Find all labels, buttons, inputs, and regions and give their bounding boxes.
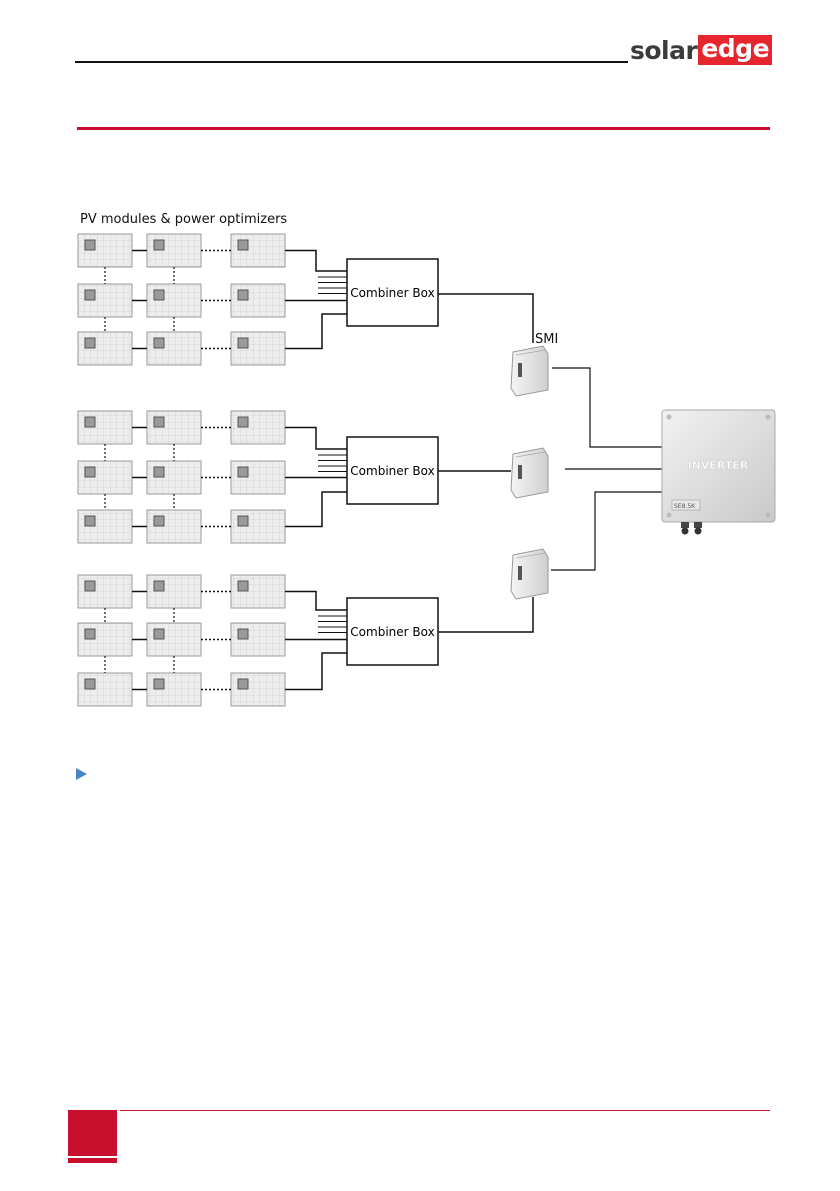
inverter-label: INVERTER xyxy=(688,459,749,472)
combiner-box-label: Combiner Box xyxy=(350,286,434,300)
pv-panel xyxy=(78,332,132,365)
footer-page-block xyxy=(68,1110,117,1156)
pv-panel xyxy=(231,284,285,317)
pv-modules-label: PV modules & power optimizers xyxy=(80,212,287,227)
pv-panel-array xyxy=(78,234,285,706)
pv-panel xyxy=(78,510,132,543)
triangle-bullet-icon xyxy=(76,768,87,780)
pv-panel xyxy=(231,234,285,267)
pv-panel xyxy=(231,411,285,444)
pv-panel xyxy=(147,332,201,365)
combiner-box-label: Combiner Box xyxy=(350,625,434,639)
footer-bar xyxy=(68,1158,117,1163)
pv-panel xyxy=(78,673,132,706)
pv-panel xyxy=(78,284,132,317)
pv-panel xyxy=(231,510,285,543)
pv-panel xyxy=(231,332,285,365)
combiner-box-2: Combiner Box xyxy=(347,437,438,504)
pv-panel xyxy=(147,623,201,656)
combiner-box-1: Combiner Box xyxy=(347,259,438,326)
pv-panel xyxy=(231,673,285,706)
smi-label: SMI xyxy=(535,332,558,347)
pv-panel xyxy=(147,575,201,608)
smi-unit-2 xyxy=(511,448,548,498)
smi-unit-1 xyxy=(511,346,548,396)
pv-panel xyxy=(78,575,132,608)
pv-panel xyxy=(78,234,132,267)
combiner-box-label: Combiner Box xyxy=(350,464,434,478)
pv-panel xyxy=(231,623,285,656)
footer-rule xyxy=(120,1110,770,1111)
pv-panel xyxy=(147,510,201,543)
pv-panel xyxy=(231,575,285,608)
pv-panel xyxy=(78,411,132,444)
inverter-model-label: SE8.5K xyxy=(674,503,696,510)
pv-panel xyxy=(147,673,201,706)
pv-panel xyxy=(147,411,201,444)
smi-unit-3 xyxy=(511,549,548,599)
pv-panel xyxy=(147,234,201,267)
combiner-box-3: Combiner Box xyxy=(347,598,438,665)
pv-panel xyxy=(78,623,132,656)
pv-panel xyxy=(231,461,285,494)
pv-panel xyxy=(147,461,201,494)
pv-panel xyxy=(78,461,132,494)
inverter: INVERTER SE8.5K xyxy=(662,410,775,535)
pv-panel xyxy=(147,284,201,317)
